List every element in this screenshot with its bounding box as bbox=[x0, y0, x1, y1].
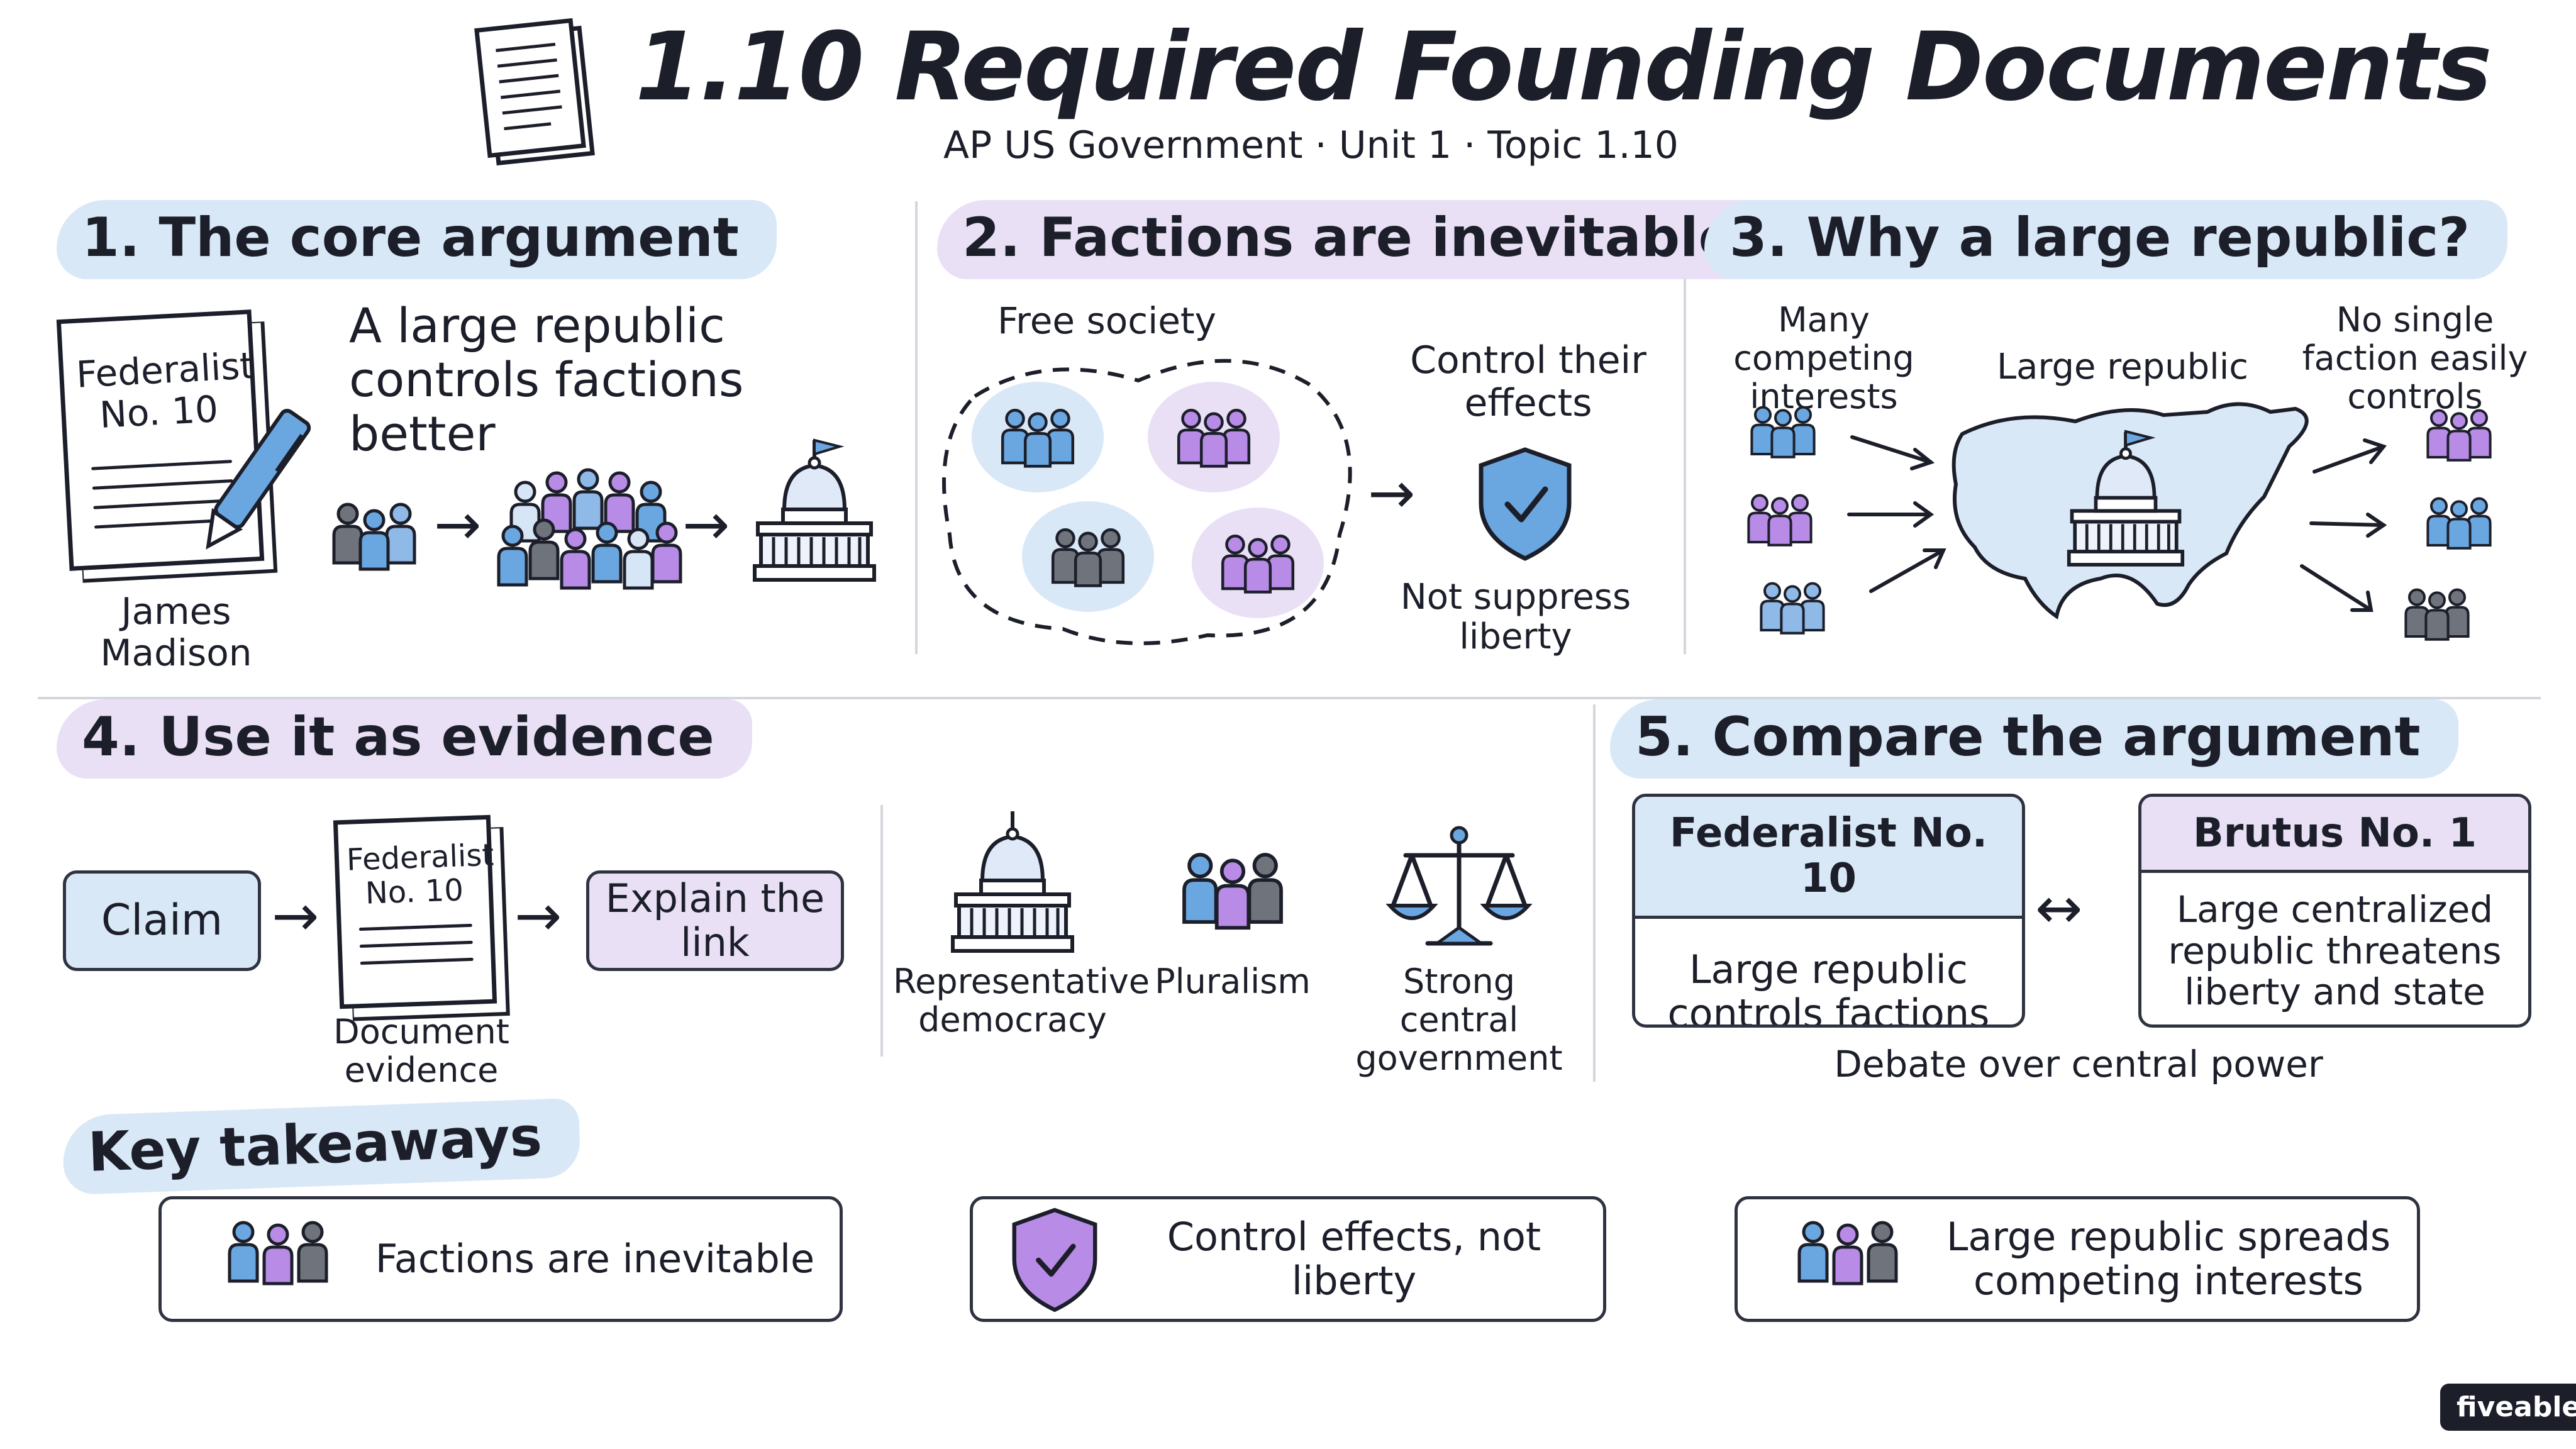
scales-icon bbox=[1384, 818, 1535, 962]
divider-row bbox=[38, 697, 2541, 699]
arrow-2: → bbox=[1368, 460, 1416, 526]
takeaway-3-text: Large republic spreads competing interes… bbox=[1946, 1213, 2391, 1304]
concept-strong-central-government: Strong central government bbox=[1355, 962, 1563, 1079]
document-evidence-caption: Document evidence bbox=[333, 1012, 509, 1091]
page-subtitle: AP US Government · Unit 1 · Topic 1.10 bbox=[943, 123, 1679, 167]
section-4-heading: 4. Use it as evidence bbox=[57, 699, 752, 779]
evidence-document: Federalist No. 10 bbox=[333, 814, 497, 1009]
explain-link-box: Explain the link bbox=[586, 870, 844, 971]
large-crowd-icon bbox=[497, 453, 679, 610]
takeaways-heading: Key takeaways bbox=[62, 1097, 581, 1196]
header-document-icon bbox=[474, 18, 604, 170]
evidence-document-label: Federalist No. 10 bbox=[346, 837, 495, 911]
people-group-icon-2 bbox=[1775, 1206, 1920, 1313]
takeaway-1-text: Factions are inevitable bbox=[375, 1235, 815, 1282]
federalist-compare-body: Large republic controls factions bbox=[1667, 946, 1990, 1028]
core-claim: A large republic controls factions bette… bbox=[349, 297, 744, 462]
brand-label: fiveable bbox=[2457, 1391, 2576, 1423]
divider-1-2 bbox=[915, 201, 918, 654]
federalist-compare-title: Federalist No. 10 bbox=[1635, 797, 2022, 919]
competing-interests-diagram bbox=[1723, 377, 2541, 654]
brutus-compare-body: Large centralized republic threatens lib… bbox=[2168, 888, 2502, 1024]
many-interests-label: Many competing interests bbox=[1733, 300, 1914, 417]
divider-2-3 bbox=[1684, 201, 1686, 654]
free-society-label: Free society bbox=[997, 299, 1216, 342]
takeaway-card-2: Control effects, not liberty bbox=[970, 1196, 1606, 1322]
brutus-compare-title: Brutus No. 1 bbox=[2141, 797, 2528, 874]
claim-box: Claim bbox=[63, 870, 261, 971]
federalist-compare-card: Federalist No. 10 Large republic control… bbox=[1632, 794, 2025, 1028]
free-society-boundary bbox=[937, 346, 1371, 654]
section-1-heading: 1. The core argument bbox=[57, 200, 777, 279]
section-3-heading: 3. Why a large republic? bbox=[1704, 200, 2508, 279]
large-republic-label: Large republic bbox=[1996, 347, 2249, 387]
arrow-1b: → bbox=[682, 492, 730, 558]
capitol-icon bbox=[739, 421, 890, 610]
page-title: 1.10 Required Founding Documents bbox=[635, 13, 2492, 122]
people-group-icon bbox=[206, 1206, 350, 1313]
arrow-4a: → bbox=[272, 883, 319, 949]
control-effects-label: Control their effects bbox=[1410, 338, 1646, 425]
small-group-icon bbox=[321, 478, 428, 585]
shield-check-icon bbox=[1465, 440, 1585, 566]
no-single-faction-label: No single faction easily controls bbox=[2302, 300, 2528, 417]
concept-pluralism: Pluralism bbox=[1155, 962, 1311, 1001]
representative-democracy-icon bbox=[937, 805, 1088, 962]
arrow-1a: → bbox=[434, 492, 482, 558]
purple-shield-icon bbox=[1004, 1206, 1105, 1313]
divider-4-concepts bbox=[880, 805, 883, 1057]
concept-representative-democracy: Representative democracy bbox=[893, 962, 1150, 1040]
section-5-heading: 5. Compare the argument bbox=[1610, 699, 2458, 779]
brand-badge: fiveable bbox=[2440, 1384, 2576, 1431]
not-suppress-label: Not suppress liberty bbox=[1400, 577, 1631, 658]
arrow-4b: → bbox=[514, 883, 562, 949]
takeaway-card-3: Large republic spreads competing interes… bbox=[1735, 1196, 2420, 1322]
brutus-compare-card: Brutus No. 1 Large centralized republic … bbox=[2138, 794, 2531, 1028]
section-2-heading: 2. Factions are inevitable bbox=[937, 200, 1773, 279]
debate-caption: Debate over central power bbox=[1834, 1043, 2323, 1085]
takeaway-2-text: Control effects, not liberty bbox=[1167, 1213, 1541, 1304]
pen-icon bbox=[189, 402, 314, 566]
compare-double-arrow: ↔ bbox=[2035, 875, 2083, 941]
takeaway-card-1: Factions are inevitable bbox=[158, 1196, 843, 1322]
author-label: James Madison bbox=[100, 590, 252, 674]
divider-4-5 bbox=[1593, 704, 1596, 1082]
pluralism-icon bbox=[1160, 830, 1305, 956]
